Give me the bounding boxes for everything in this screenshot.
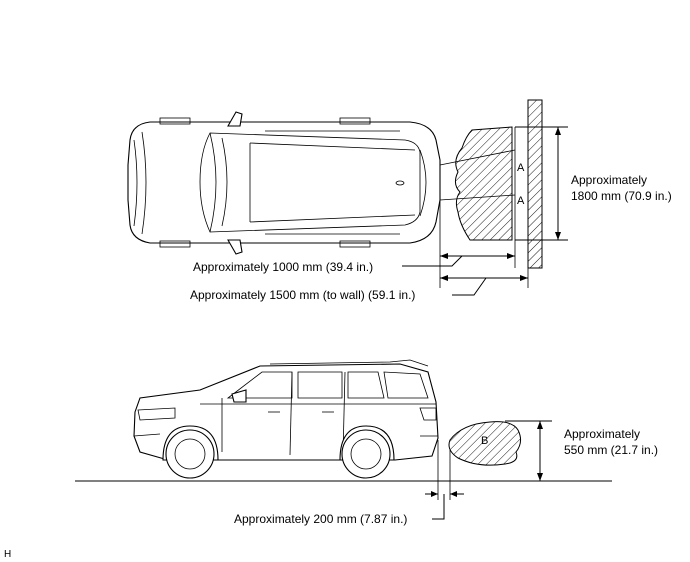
vehicle-top-view bbox=[127, 111, 441, 255]
label-distance-1000: Approximately 1000 mm (39.4 in.) bbox=[193, 260, 373, 274]
marker-b: B bbox=[481, 435, 488, 447]
marker-a-lower: A bbox=[517, 195, 525, 207]
figure-code: H bbox=[4, 549, 11, 560]
label-height-550-line1: Approximately bbox=[564, 427, 640, 441]
detection-zone-b bbox=[448, 421, 522, 466]
label-distance-200: Approximately 200 mm (7.87 in.) bbox=[234, 512, 407, 526]
detection-zone-a bbox=[454, 126, 513, 241]
label-height-550-line2: 550 mm (21.7 in.) bbox=[564, 443, 658, 457]
wall-top-view bbox=[527, 99, 543, 269]
label-distance-1500: Approximately 1500 mm (to wall) (59.1 in… bbox=[190, 288, 415, 302]
marker-a-upper: A bbox=[517, 162, 525, 174]
vehicle-side-view bbox=[133, 359, 439, 479]
label-height-1800-line2: 1800 mm (70.9 in.) bbox=[571, 189, 672, 203]
label-height-1800-line1: Approximately bbox=[571, 173, 647, 187]
